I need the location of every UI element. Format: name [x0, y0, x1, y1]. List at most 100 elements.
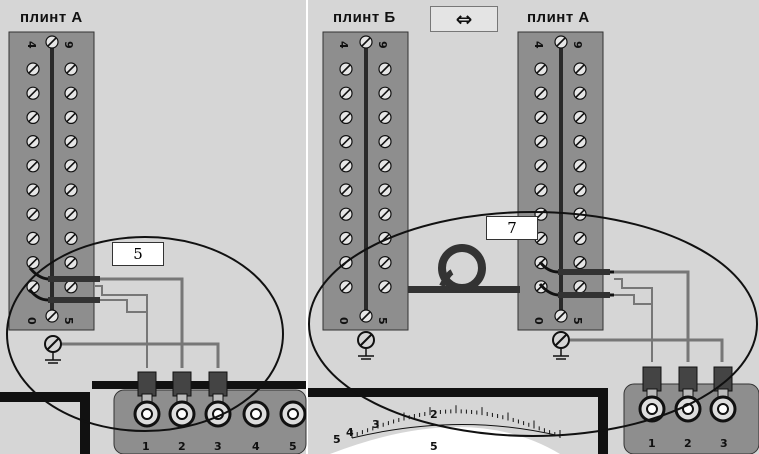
terminal-screw-icon: [26, 159, 40, 173]
right-strip-top-label-1: 4: [532, 41, 545, 49]
terminal-screw-icon: [64, 231, 78, 245]
terminal-screw-icon: [573, 62, 587, 76]
left-terminal-number-5: 5: [289, 440, 297, 453]
terminal-screw-icon: [573, 183, 587, 197]
left-highlight-ellipse: [6, 236, 284, 432]
left-strip-top-label-1: 4: [25, 41, 38, 49]
wire-lug-icon: [678, 366, 698, 392]
terminal-screw-icon: [64, 135, 78, 149]
terminal-screw-icon: [573, 159, 587, 173]
strip-top-screw-icon: [554, 35, 568, 49]
terminal-screw-icon: [64, 280, 78, 294]
terminal-screw-icon: [64, 62, 78, 76]
terminal-screw-icon: [64, 159, 78, 173]
terminal-screw-icon: [339, 280, 353, 294]
left-ground-icon: [44, 335, 62, 364]
dial-tick-label-1: 5: [333, 433, 341, 446]
strip-b-top-label-1: 4: [337, 41, 350, 49]
left-terminal-number-3: 3: [214, 440, 222, 453]
callout-label-5: 5: [112, 242, 164, 266]
strip-bottom-screw-icon: [359, 309, 373, 323]
strip-b-bottom-label-1: 0: [337, 317, 350, 325]
wire-lug-icon: [642, 366, 662, 392]
dial-tick-label-3: 3: [372, 418, 380, 431]
strip-b-bottom-label-2: 5: [376, 317, 389, 325]
strip-bottom-screw-icon: [554, 309, 568, 323]
strip-b-ground-icon: [357, 331, 375, 360]
dial-tick-label-2: 4: [346, 426, 354, 439]
terminal-screw-icon: [339, 231, 353, 245]
terminal-screw-icon: [573, 231, 587, 245]
terminal-screw-icon: [26, 86, 40, 100]
terminal-screw-icon: [573, 256, 587, 270]
right-terminal-number-3: 3: [720, 437, 728, 450]
terminal-screw-icon: [378, 86, 392, 100]
strip-top-screw-icon: [359, 35, 373, 49]
callout-label-7: 7: [486, 216, 538, 240]
strip-top-screw-icon: [45, 35, 59, 49]
wire-lug-icon: [172, 371, 192, 397]
swap-arrows-icon: ⇔: [455, 7, 473, 31]
strip-b-top-label-2: 9: [376, 41, 389, 49]
right-ground-icon: [552, 331, 570, 360]
left-strip-top-label-2: 9: [62, 41, 75, 49]
terminal-screw-icon: [378, 110, 392, 125]
coil-cable: [408, 244, 520, 293]
swap-strips-button[interactable]: ⇔: [430, 6, 498, 32]
wire-lug-icon: [137, 371, 157, 397]
strip-b-label: плинт Б: [333, 9, 396, 26]
right-strip-bottom-label-2: 5: [571, 317, 584, 325]
dial-tick-label-4: 2: [430, 408, 438, 421]
terminal-screw-icon: [26, 256, 40, 270]
terminal-screw-icon: [573, 110, 587, 125]
terminal-screw-icon: [26, 207, 40, 221]
terminal-screw-icon: [378, 135, 392, 149]
terminal-screw-icon: [339, 62, 353, 76]
right-terminal-number-2: 2: [684, 437, 692, 450]
terminal-screw-icon: [339, 110, 353, 125]
terminal-screw-icon: [573, 280, 587, 294]
terminal-screw-icon: [573, 86, 587, 100]
terminal-screw-icon: [339, 207, 353, 221]
terminal-screw-icon: [534, 86, 548, 100]
terminal-screw-icon: [64, 86, 78, 100]
terminal-screw-icon: [378, 183, 392, 197]
terminal-screw-icon: [64, 207, 78, 221]
strip-bottom-screw-icon: [45, 309, 59, 323]
terminal-screw-icon: [378, 62, 392, 76]
left-strip-a-label: плинт А: [20, 9, 83, 26]
right-strip-top-label-2: 9: [571, 41, 584, 49]
left-terminal-number-2: 2: [178, 440, 186, 453]
left-terminal-number-4: 4: [252, 440, 260, 453]
terminal-screw-icon: [26, 62, 40, 76]
terminal-screw-icon: [26, 135, 40, 149]
terminal-screw-icon: [378, 207, 392, 221]
terminal-screw-icon: [534, 110, 548, 125]
meter-dial: [330, 405, 561, 454]
left-strip-bottom-label-2: 5: [62, 317, 75, 325]
right-connector-block: [623, 366, 759, 454]
terminal-screw-icon: [534, 135, 548, 149]
terminal-screw-icon: [534, 183, 548, 197]
terminal-screw-icon: [378, 256, 392, 270]
terminal-screw-icon: [26, 110, 40, 125]
terminal-strip-b: [322, 31, 409, 331]
left-terminal-number-1: 1: [142, 440, 150, 453]
dial-tick-label-5: 5: [430, 440, 438, 453]
terminal-screw-icon: [26, 231, 40, 245]
terminal-screw-icon: [339, 135, 353, 149]
terminal-screw-icon: [26, 280, 40, 294]
right-strip-a-label: плинт А: [527, 9, 590, 26]
terminal-screw-icon: [339, 183, 353, 197]
terminal-screw-icon: [534, 62, 548, 76]
terminal-screw-icon: [64, 256, 78, 270]
terminal-screw-icon: [378, 280, 392, 294]
terminal-screw-icon: [339, 159, 353, 173]
right-terminal-strip-a: [517, 31, 604, 331]
terminal-screw-icon: [534, 159, 548, 173]
left-terminal-strip-a: [8, 31, 95, 331]
terminal-screw-icon: [64, 110, 78, 125]
left-strip-bottom-label-1: 0: [25, 317, 38, 325]
right-strip-bottom-label-1: 0: [532, 317, 545, 325]
